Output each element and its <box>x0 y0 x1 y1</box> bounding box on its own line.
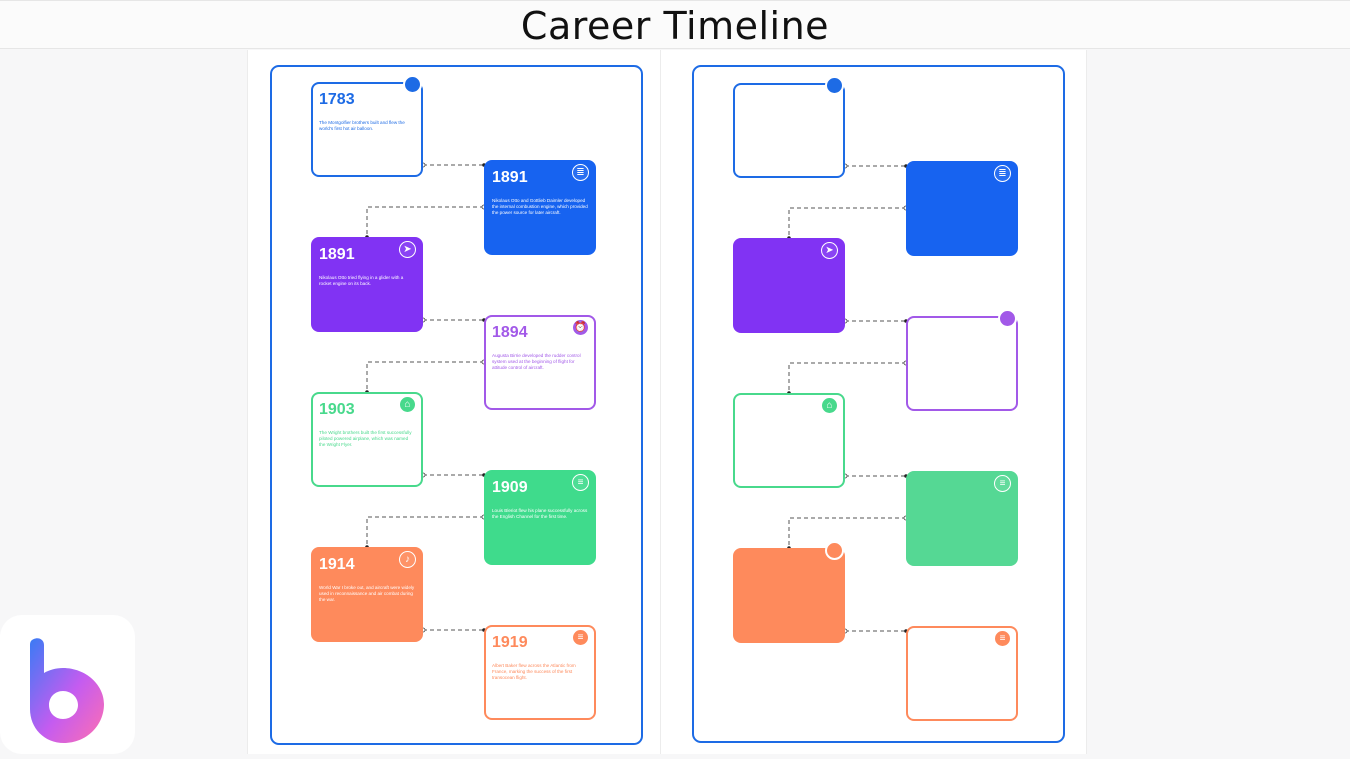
canvas-divider <box>660 50 661 754</box>
send-icon: ➤ <box>399 241 416 258</box>
timeline-card[interactable] <box>733 83 845 178</box>
alarm-clock-icon: ⏰ <box>572 319 589 336</box>
home-icon: ⌂ <box>399 396 416 413</box>
app-logo[interactable] <box>0 615 135 754</box>
event-description: Albert Baker flew across the Atlantic fr… <box>492 663 576 680</box>
app-logo-icon <box>30 638 104 743</box>
connector-line <box>788 207 906 238</box>
timeline-card[interactable] <box>733 393 845 488</box>
document-icon: ≣ <box>572 164 589 181</box>
event-year: 1894 <box>492 324 528 341</box>
event-description: Nikolaus Otto tried flying in a glider w… <box>319 275 404 286</box>
timeline-card[interactable] <box>733 548 845 643</box>
dot-icon <box>825 76 844 95</box>
connector-line <box>366 206 484 237</box>
chat-icon: ≡ <box>994 630 1011 647</box>
chat-icon: ≡ <box>572 629 589 646</box>
event-year: 1783 <box>319 91 355 108</box>
connector-line <box>366 361 484 392</box>
dot-icon <box>998 309 1017 328</box>
connector-line <box>788 362 906 393</box>
event-year: 1914 <box>319 556 355 573</box>
message-icon: ≡ <box>994 475 1011 492</box>
message-icon: ≡ <box>572 474 589 491</box>
event-description: Louis Bleriot flew his plane successfull… <box>492 508 588 519</box>
dot-icon <box>403 75 422 94</box>
event-year: 1909 <box>492 479 528 496</box>
event-description: The Montgolfier brothers built and flew … <box>319 120 405 131</box>
home-icon: ⌂ <box>821 397 838 414</box>
connector-line <box>366 516 484 547</box>
document-icon: ≣ <box>994 165 1011 182</box>
event-year: 1891 <box>319 246 355 263</box>
event-description: World War I broke out, and aircraft were… <box>319 585 415 602</box>
dot-icon <box>825 541 844 560</box>
send-icon: ➤ <box>821 242 838 259</box>
event-year: 1891 <box>492 169 528 186</box>
event-description: The Wright brothers built the first succ… <box>319 430 412 447</box>
event-description: Augusta Birrie developed the rudder cont… <box>492 353 581 370</box>
timeline-card[interactable] <box>906 316 1018 411</box>
event-year: 1919 <box>492 634 528 651</box>
event-description: Nikolaus Otto and Gottlieb Daimler devel… <box>492 198 588 215</box>
connector-line <box>788 517 906 548</box>
event-year: 1903 <box>319 401 355 418</box>
page-title: Career Timeline <box>520 4 830 48</box>
header-bar: Career Timeline <box>0 0 1350 49</box>
speaker-icon: ♪ <box>399 551 416 568</box>
